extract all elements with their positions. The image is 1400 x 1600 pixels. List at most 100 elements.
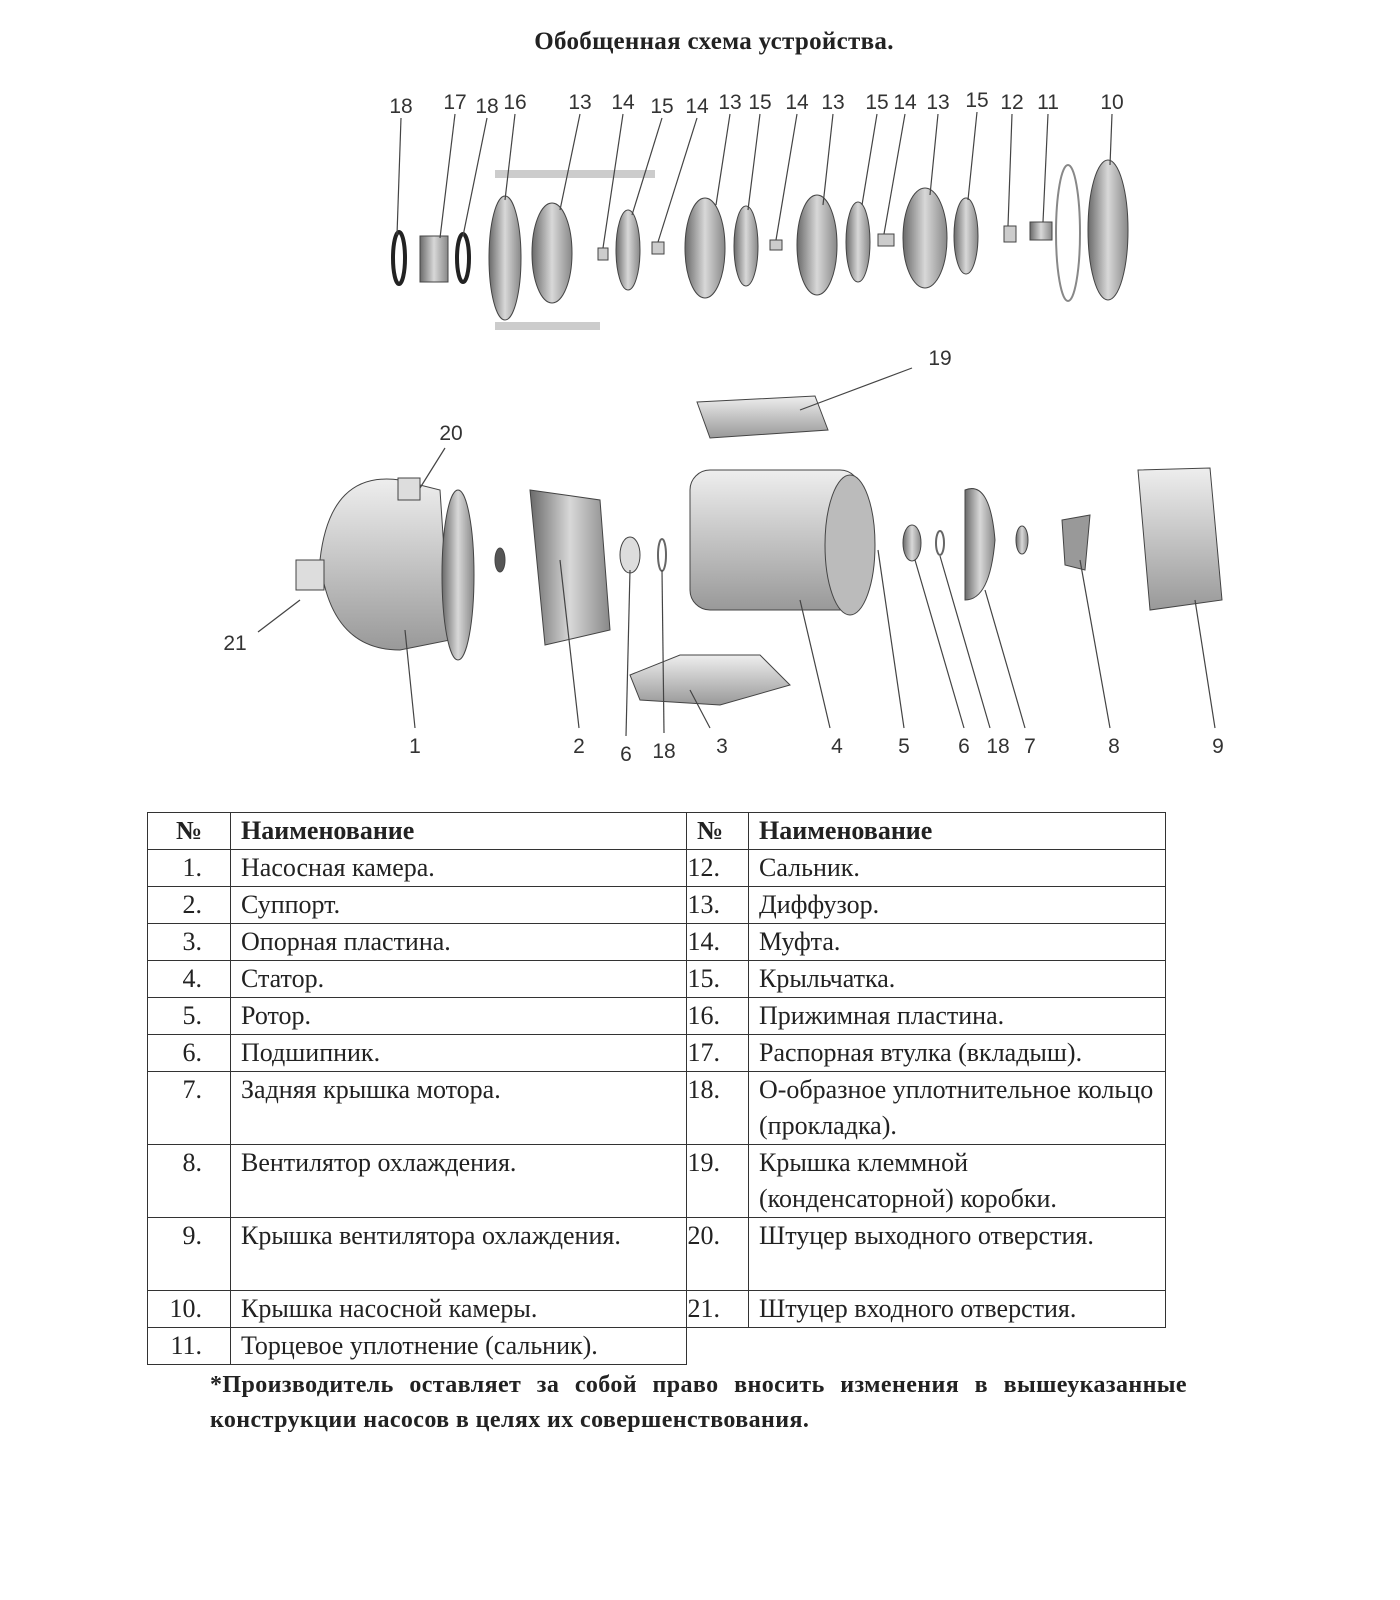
part-number: 16. (686, 997, 749, 1035)
hydraulic-stage-parts (391, 159, 1129, 330)
table-row: 3.Опорная пластина.14.Муфта. (147, 923, 1166, 961)
part-label: 20 (439, 422, 462, 445)
part-number: 6. (147, 1034, 231, 1072)
header-name: Наименование (748, 812, 1166, 850)
part-number: 7. (147, 1071, 231, 1145)
exploded-pump-diagram: 18 17 18 16 13 14 15 14 13 15 14 13 15 1… (223, 89, 1224, 766)
part-label: 14 (785, 91, 809, 114)
part-name: Статор. (230, 960, 687, 998)
part-number: 1. (147, 849, 231, 887)
part-label: 11 (1037, 91, 1059, 114)
part-number: 4. (147, 960, 231, 998)
part-label: 4 (831, 735, 843, 758)
table-row: 6.Подшипник.17.Распорная втулка (вкладыш… (147, 1034, 1166, 1072)
part-label: 19 (928, 347, 951, 370)
part-name: Вентилятор охлаждения. (230, 1144, 687, 1218)
part-name: Прижимная пластина. (748, 997, 1166, 1035)
part-name: Крышка клеммной (конденсаторной) коробки… (748, 1144, 1166, 1218)
part-label: 2 (573, 735, 585, 758)
part-number: 2. (147, 886, 231, 924)
part-label: 13 (821, 91, 844, 114)
part-name: Диффузор. (748, 886, 1166, 924)
part-name: Распорная втулка (вкладыш). (748, 1034, 1166, 1072)
motor-assembly-parts (295, 395, 1223, 706)
part-name: Суппорт. (230, 886, 687, 924)
diagram-title: Обобщенная схема устройства. (534, 28, 894, 55)
part-name: Крышка насосной камеры. (230, 1290, 687, 1328)
part-name: Крышка вентилятора охлаждения. (230, 1217, 687, 1291)
part-label: 14 (611, 91, 635, 114)
part-number: 21. (686, 1290, 749, 1328)
table-row: 10.Крышка насосной камеры.21.Штуцер вход… (147, 1290, 1166, 1328)
table-row: 7.Задняя крышка мотора.18.О-образное упл… (147, 1071, 1166, 1145)
part-number: 11. (147, 1327, 231, 1365)
part-name: О-образное уплотнительное кольцо (прокла… (748, 1071, 1166, 1145)
table-row: 11.Торцевое уплотнение (сальник). (147, 1327, 1166, 1365)
part-label: 13 (568, 91, 591, 114)
part-label: 15 (650, 95, 673, 118)
header-num: № (686, 812, 749, 850)
part-label: 21 (223, 632, 246, 655)
table-row: 1.Насосная камера.12.Сальник. (147, 849, 1166, 887)
part-label: 10 (1100, 91, 1123, 114)
part-name: Задняя крышка мотора. (230, 1071, 687, 1145)
part-number: 20. (686, 1217, 749, 1291)
part-label: 3 (716, 735, 728, 758)
part-number: 17. (686, 1034, 749, 1072)
part-label: 18 (652, 740, 675, 763)
part-label: 15 (965, 89, 988, 112)
part-number: 18. (686, 1071, 749, 1145)
bottom-leader-lines (257, 367, 1216, 737)
part-label: 6 (620, 743, 632, 766)
part-number: 15. (686, 960, 749, 998)
part-label: 12 (1000, 91, 1023, 114)
part-label: 7 (1024, 735, 1036, 758)
part-label: 6 (958, 735, 970, 758)
header-num: № (147, 812, 231, 850)
part-label: 13 (926, 91, 949, 114)
part-label: 14 (893, 91, 917, 114)
part-label: 8 (1108, 735, 1120, 758)
part-name: Штуцер входного отверстия. (748, 1290, 1166, 1328)
part-label: 18 (475, 95, 498, 118)
part-label: 18 (389, 95, 412, 118)
empty-cell (687, 1328, 1166, 1365)
table-row: 5.Ротор.16.Прижимная пластина. (147, 997, 1166, 1035)
part-name: Подшипник. (230, 1034, 687, 1072)
part-label: 17 (443, 91, 466, 114)
part-number: 13. (686, 886, 749, 924)
part-name: Муфта. (748, 923, 1166, 961)
parts-table: № Наименование № Наименование 1.Насосная… (147, 812, 1166, 1365)
part-number: 14. (686, 923, 749, 961)
part-name: Сальник. (748, 849, 1166, 887)
top-leader-lines (396, 111, 1113, 249)
part-name: Торцевое уплотнение (сальник). (230, 1327, 687, 1365)
part-number: 5. (147, 997, 231, 1035)
table-row: 9.Крышка вентилятора охлаждения.20.Штуце… (147, 1217, 1166, 1291)
header-name: Наименование (230, 812, 687, 850)
part-label: 14 (685, 95, 709, 118)
part-label: 13 (718, 91, 741, 114)
part-label: 1 (409, 735, 421, 758)
part-label: 9 (1212, 735, 1224, 758)
table-row: 2.Суппорт.13.Диффузор. (147, 886, 1166, 924)
table-row: 4.Статор.15.Крыльчатка. (147, 960, 1166, 998)
top-part-labels: 18 17 18 16 13 14 15 14 13 15 14 13 15 1… (389, 89, 1123, 118)
part-label: 15 (748, 91, 771, 114)
table-row: 8.Вентилятор охлаждения.19.Крышка клеммн… (147, 1144, 1166, 1218)
part-number: 9. (147, 1217, 231, 1291)
part-label: 15 (865, 91, 888, 114)
part-name: Ротор. (230, 997, 687, 1035)
table-header-row: № Наименование № Наименование (147, 812, 1166, 850)
part-label: 18 (986, 735, 1009, 758)
part-label: 5 (898, 735, 910, 758)
part-number: 10. (147, 1290, 231, 1328)
part-number: 12. (686, 849, 749, 887)
part-number: 3. (147, 923, 231, 961)
part-number: 19. (686, 1144, 749, 1218)
part-name: Крыльчатка. (748, 960, 1166, 998)
part-label: 16 (503, 91, 526, 114)
bottom-part-labels: 19 20 21 1 2 6 18 3 4 5 6 18 7 8 9 (223, 347, 1224, 766)
manufacturer-note: *Производитель оставляет за собой право … (210, 1372, 1187, 1433)
part-name: Опорная пластина. (230, 923, 687, 961)
